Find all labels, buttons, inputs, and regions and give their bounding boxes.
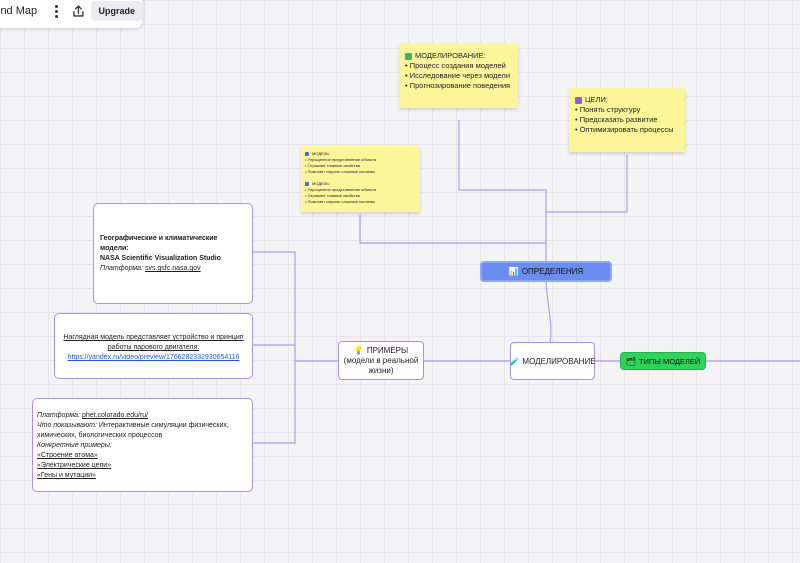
card-phet-example-link[interactable]: «Электрические цепи» <box>37 461 248 471</box>
sticky-modeling[interactable]: МОДЕЛИРОВАНИЕ: Процесс создания моделей … <box>399 44 518 108</box>
card-steam-text: Наглядная модель представляет устройство… <box>61 333 246 353</box>
node-model-types[interactable]: 🗂 ТИПЫ МОДЕЛЕЙ <box>620 352 706 370</box>
sticky-model-item: Помогает изучать сложные системы <box>305 169 416 175</box>
node-modeling[interactable]: 🧪 МОДЕЛИРОВАНИЕ <box>510 342 595 380</box>
more-options-icon[interactable] <box>51 2 63 20</box>
node-examples[interactable]: 💡ПРИМЕРЫ (модели в реальной жизни) <box>338 341 424 380</box>
node-definitions-label: ОПРЕДЕЛЕНИЯ <box>522 267 583 276</box>
green-square-icon <box>405 53 412 60</box>
card-phet-shows-label: Что показывают: <box>37 422 97 429</box>
connector-goals-sticky <box>546 155 627 212</box>
card-geo-platform-link[interactable]: svs.gsfc.nasa.gov <box>145 265 201 272</box>
sticky-goals[interactable]: ЦЕЛИ: Понять структуру Предсказать разви… <box>569 88 685 152</box>
sticky-goals-item: Оптимизировать процессы <box>575 125 679 135</box>
board-toolbar: ind Map Upgrade <box>0 0 142 28</box>
sticky-model-block: МОДЕЛЬ: Упрощенное представление объекта… <box>305 181 416 205</box>
blue-square-icon <box>305 182 309 186</box>
sticky-model-small[interactable]: МОДЕЛЬ: Упрощенное представление объекта… <box>301 146 420 212</box>
sticky-modeling-item: Исследование через модели <box>405 71 512 81</box>
sticky-model-block: МОДЕЛЬ: Упрощенное представление объекта… <box>305 151 416 175</box>
card-geo-title: Географические и климатические модели: <box>100 234 246 254</box>
connector-modeling-sticky <box>459 120 546 262</box>
sticky-modeling-heading: МОДЕЛИРОВАНИЕ: <box>415 51 486 61</box>
connector-examples-phet <box>253 361 295 443</box>
node-modeling-label: МОДЕЛИРОВАНИЕ <box>522 357 595 366</box>
card-geo-subtitle: NASA Scientific Visualization Studio <box>100 254 246 264</box>
sticky-goals-item: Понять структуру <box>575 105 679 115</box>
sticky-goals-heading: ЦЕЛИ: <box>585 95 608 105</box>
card-phet-platform-label: Платформа: <box>37 412 80 419</box>
purple-square-icon <box>575 97 582 104</box>
share-icon[interactable] <box>71 2 86 20</box>
sticky-modeling-item: Прогнозирование поведения <box>405 81 512 91</box>
sticky-model-item: Помогает изучать сложные системы <box>305 199 416 205</box>
card-steam-engine[interactable]: Наглядная модель представляет устройство… <box>54 313 253 379</box>
lightbulb-icon: 💡 <box>354 346 364 355</box>
test-tube-icon: 🧪 <box>509 357 519 366</box>
card-phet[interactable]: Платформа: phet.colorado.edu/ru/ Что пок… <box>32 398 253 492</box>
board-title[interactable]: ind Map <box>0 5 37 17</box>
node-examples-sublabel: (модели в реальной жизни) <box>339 356 423 376</box>
card-steam-link[interactable]: https://yandex.ru/video/preview/17662823… <box>61 353 246 363</box>
card-phet-example-link[interactable]: «Строение атома» <box>37 451 248 461</box>
folder-icon: 🗂 <box>626 357 636 366</box>
node-model-types-label: ТИПЫ МОДЕЛЕЙ <box>639 357 700 366</box>
card-geo-models[interactable]: Географические и климатические модели: N… <box>93 203 253 304</box>
card-phet-platform-link[interactable]: phet.colorado.edu/ru/ <box>82 412 148 419</box>
connector-definitions-modeling <box>546 282 551 343</box>
card-geo-platform-label: Платформа: <box>100 265 143 272</box>
upgrade-button[interactable]: Upgrade <box>91 1 142 21</box>
card-phet-example-link[interactable]: «Гены и мутации» <box>37 471 248 481</box>
chart-icon: 📊 <box>509 267 519 276</box>
node-definitions[interactable]: 📊 ОПРЕДЕЛЕНИЯ <box>480 261 612 282</box>
connector-model-sticky <box>360 215 546 243</box>
card-phet-examples-label: Конкретные примеры: <box>37 442 112 449</box>
node-examples-label: ПРИМЕРЫ <box>367 346 408 355</box>
sticky-goals-item: Предсказать развитие <box>575 115 679 125</box>
blue-square-icon <box>305 152 309 156</box>
sticky-modeling-item: Процесс создания моделей <box>405 61 512 71</box>
